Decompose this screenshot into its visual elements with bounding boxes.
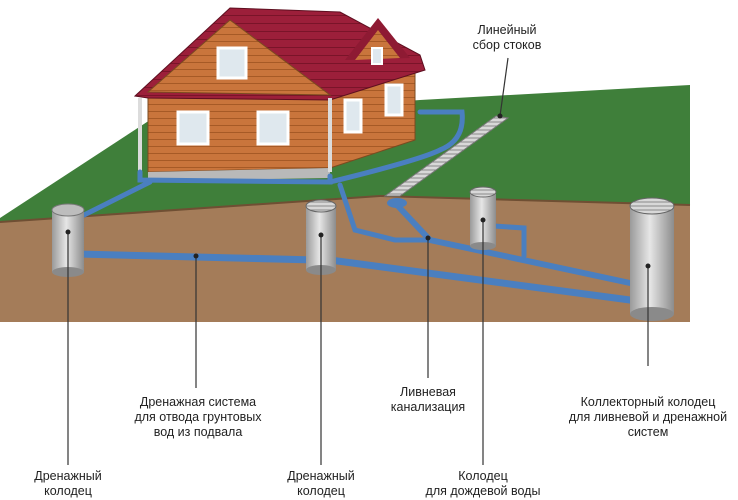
label-drainage-well-center: Дренажный колодец xyxy=(287,469,355,498)
window xyxy=(343,98,363,134)
label-drainage-well-left: Дренажный колодец xyxy=(34,469,102,498)
surface-pipe xyxy=(327,109,465,185)
label-collector-well: Коллекторный колодец для ливневой и дрен… xyxy=(568,395,728,439)
leader-dots xyxy=(65,113,651,269)
label-drainage-system: Дренажная система для отвода грунтовых в… xyxy=(134,395,262,439)
window xyxy=(176,110,210,146)
window xyxy=(256,110,290,146)
house-front-wall xyxy=(147,91,331,173)
label-rain-well: Колодец для дождевой воды xyxy=(425,469,541,498)
storm-pipe xyxy=(394,202,633,286)
window xyxy=(384,83,404,117)
label-storm-sewer: Ливневая канализация xyxy=(390,385,466,414)
linear-drain-channel xyxy=(383,115,510,197)
window xyxy=(371,47,383,65)
dormer-wall xyxy=(355,30,400,60)
house xyxy=(133,7,426,181)
window xyxy=(216,46,248,80)
leader-lines xyxy=(67,57,649,465)
storm-inlet xyxy=(387,198,407,208)
label-linear-drain: Линейный сбор стоков xyxy=(472,23,542,52)
surface-pipe xyxy=(137,169,333,185)
collector-well xyxy=(629,197,675,321)
rain-pipe xyxy=(491,223,527,259)
house-foundation xyxy=(148,168,330,181)
drainage-pipe xyxy=(326,256,634,304)
drainage-pipe xyxy=(337,182,433,243)
